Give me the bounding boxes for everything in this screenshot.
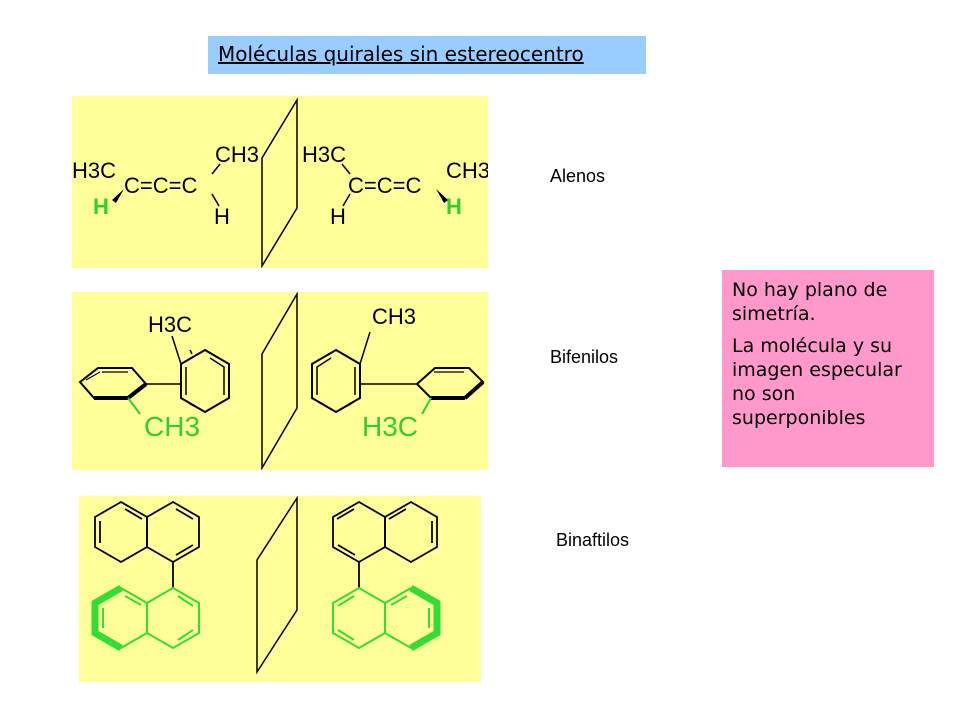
allene-panel: H3C C=C=C CH3 H H H3C C=C=C CH3 H H bbox=[72, 96, 488, 268]
note-line-1: No hay plano de simetría. bbox=[732, 279, 888, 325]
biphenyl-right-bottom-group: H3C bbox=[362, 411, 418, 442]
mirror-plane bbox=[256, 496, 298, 675]
label-bifenilos: Bifenilos bbox=[550, 347, 619, 367]
binaphthyl-diagram bbox=[91, 496, 441, 675]
allene-diagram: H3C C=C=C CH3 H H H3C C=C=C CH3 H H bbox=[72, 97, 488, 268]
allene-right-chain: C=C=C bbox=[348, 173, 421, 198]
slide-title: Moléculas quirales sin estereocentro bbox=[208, 36, 646, 74]
biphenyl-panel: H3C CH3 CH3 H3C bbox=[72, 292, 488, 470]
biphenyl-left-top-group: H3C bbox=[148, 312, 192, 337]
label-binaftilos: Binaftilos bbox=[556, 530, 630, 550]
symmetry-note: No hay plano de simetría. La molécula y … bbox=[722, 270, 934, 467]
allene-left-h-green: H bbox=[93, 194, 109, 219]
allene-right-ch3: CH3 bbox=[446, 158, 488, 183]
allene-left-ch3: CH3 bbox=[215, 142, 259, 167]
biphenyl-left-bottom-group: CH3 bbox=[144, 411, 200, 442]
allene-right-h3c: H3C bbox=[302, 142, 346, 167]
allene-left-h-black: H bbox=[214, 204, 230, 229]
mirror-plane bbox=[261, 97, 298, 268]
biphenyl-diagram: H3C CH3 CH3 H3C bbox=[78, 292, 485, 470]
binaphthyl-panel bbox=[79, 496, 481, 682]
allene-left-h3c: H3C bbox=[72, 158, 116, 183]
biphenyl-right-top-group: CH3 bbox=[372, 304, 416, 329]
note-line-2: La molécula y su imagen especular no son… bbox=[732, 335, 902, 429]
allene-left-chain: C=C=C bbox=[124, 173, 197, 198]
allene-right-h-green: H bbox=[446, 194, 462, 219]
mirror-plane bbox=[261, 292, 298, 470]
label-alenos: Alenos bbox=[550, 166, 606, 186]
allene-right-h-black: H bbox=[330, 204, 346, 229]
